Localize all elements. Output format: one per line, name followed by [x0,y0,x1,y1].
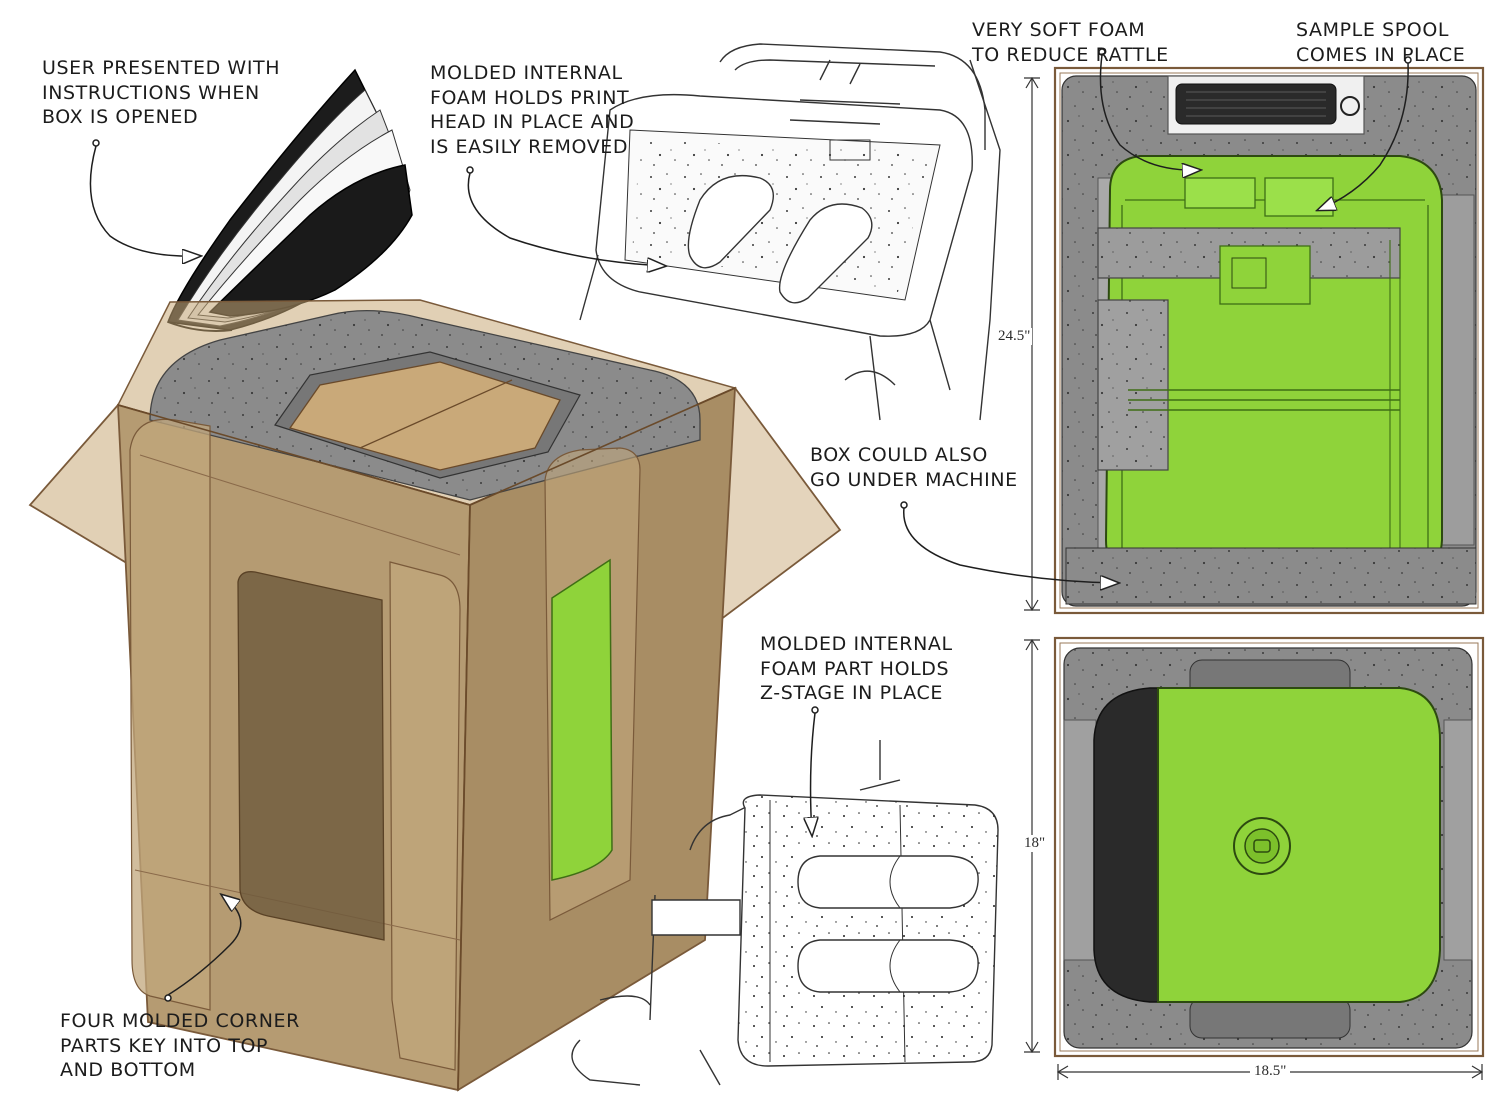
top-view-diagram [1024,66,1485,615]
callout-z-stage-foam: MOLDED INTERNAL FOAM PART HOLDS Z-STAGE … [760,632,953,706]
callout-line: FOAM HOLDS PRINT [430,86,630,109]
callout-print-head-foam: MOLDED INTERNAL FOAM HOLDS PRINT HEAD IN… [430,61,634,159]
callout-line: COMES IN PLACE [1296,43,1466,66]
instructions-booklet [166,68,413,332]
callout-line: TO REDUCE RATTLE [972,43,1169,66]
z-stage-foam-sketch [571,740,999,1086]
callout-line: BOX IS OPENED [42,106,199,128]
callout-line: GO UNDER MACHINE [810,468,1018,491]
callout-corner-parts: FOUR MOLDED CORNER PARTS KEY INTO TOP AN… [60,1009,300,1083]
callout-line: IS EASILY REMOVED [430,135,629,158]
callout-line: Z-STAGE IN PLACE [760,682,944,704]
callout-box-under-machine: BOX COULD ALSO GO UNDER MACHINE [810,443,1018,492]
callout-line: FOAM PART HOLDS [760,657,950,680]
callout-line: INSTRUCTIONS WHEN [42,81,260,104]
print-head-foam-sketch [579,43,1001,421]
callout-line: MOLDED INTERNAL [430,62,623,84]
front-view-diagram [1024,636,1485,1080]
callout-line: AND BOTTOM [60,1059,196,1081]
callout-leader-lines [89,48,1412,1002]
callout-line: USER PRESENTED WITH [42,57,281,79]
callout-line: SAMPLE SPOOL [1296,19,1450,41]
callout-line: FOUR MOLDED CORNER [60,1010,300,1032]
callout-line: BOX COULD ALSO [810,444,988,466]
callout-line: PARTS KEY INTO TOP [60,1034,269,1057]
callout-sample-spool: SAMPLE SPOOL COMES IN PLACE [1296,18,1465,67]
dimension-top-view-height: 24.5" [996,328,1033,345]
dimension-front-view-height: 18" [1022,835,1048,852]
callout-line: MOLDED INTERNAL [760,633,953,655]
callout-soft-foam: VERY SOFT FOAM TO REDUCE RATTLE [972,18,1169,67]
callout-line: HEAD IN PLACE AND [430,111,635,133]
callout-line: VERY SOFT FOAM [972,19,1146,41]
shipping-box-illustration [28,299,842,1092]
dimension-width: 18.5" [1250,1063,1291,1080]
callout-instructions: USER PRESENTED WITH INSTRUCTIONS WHEN BO… [42,56,280,130]
